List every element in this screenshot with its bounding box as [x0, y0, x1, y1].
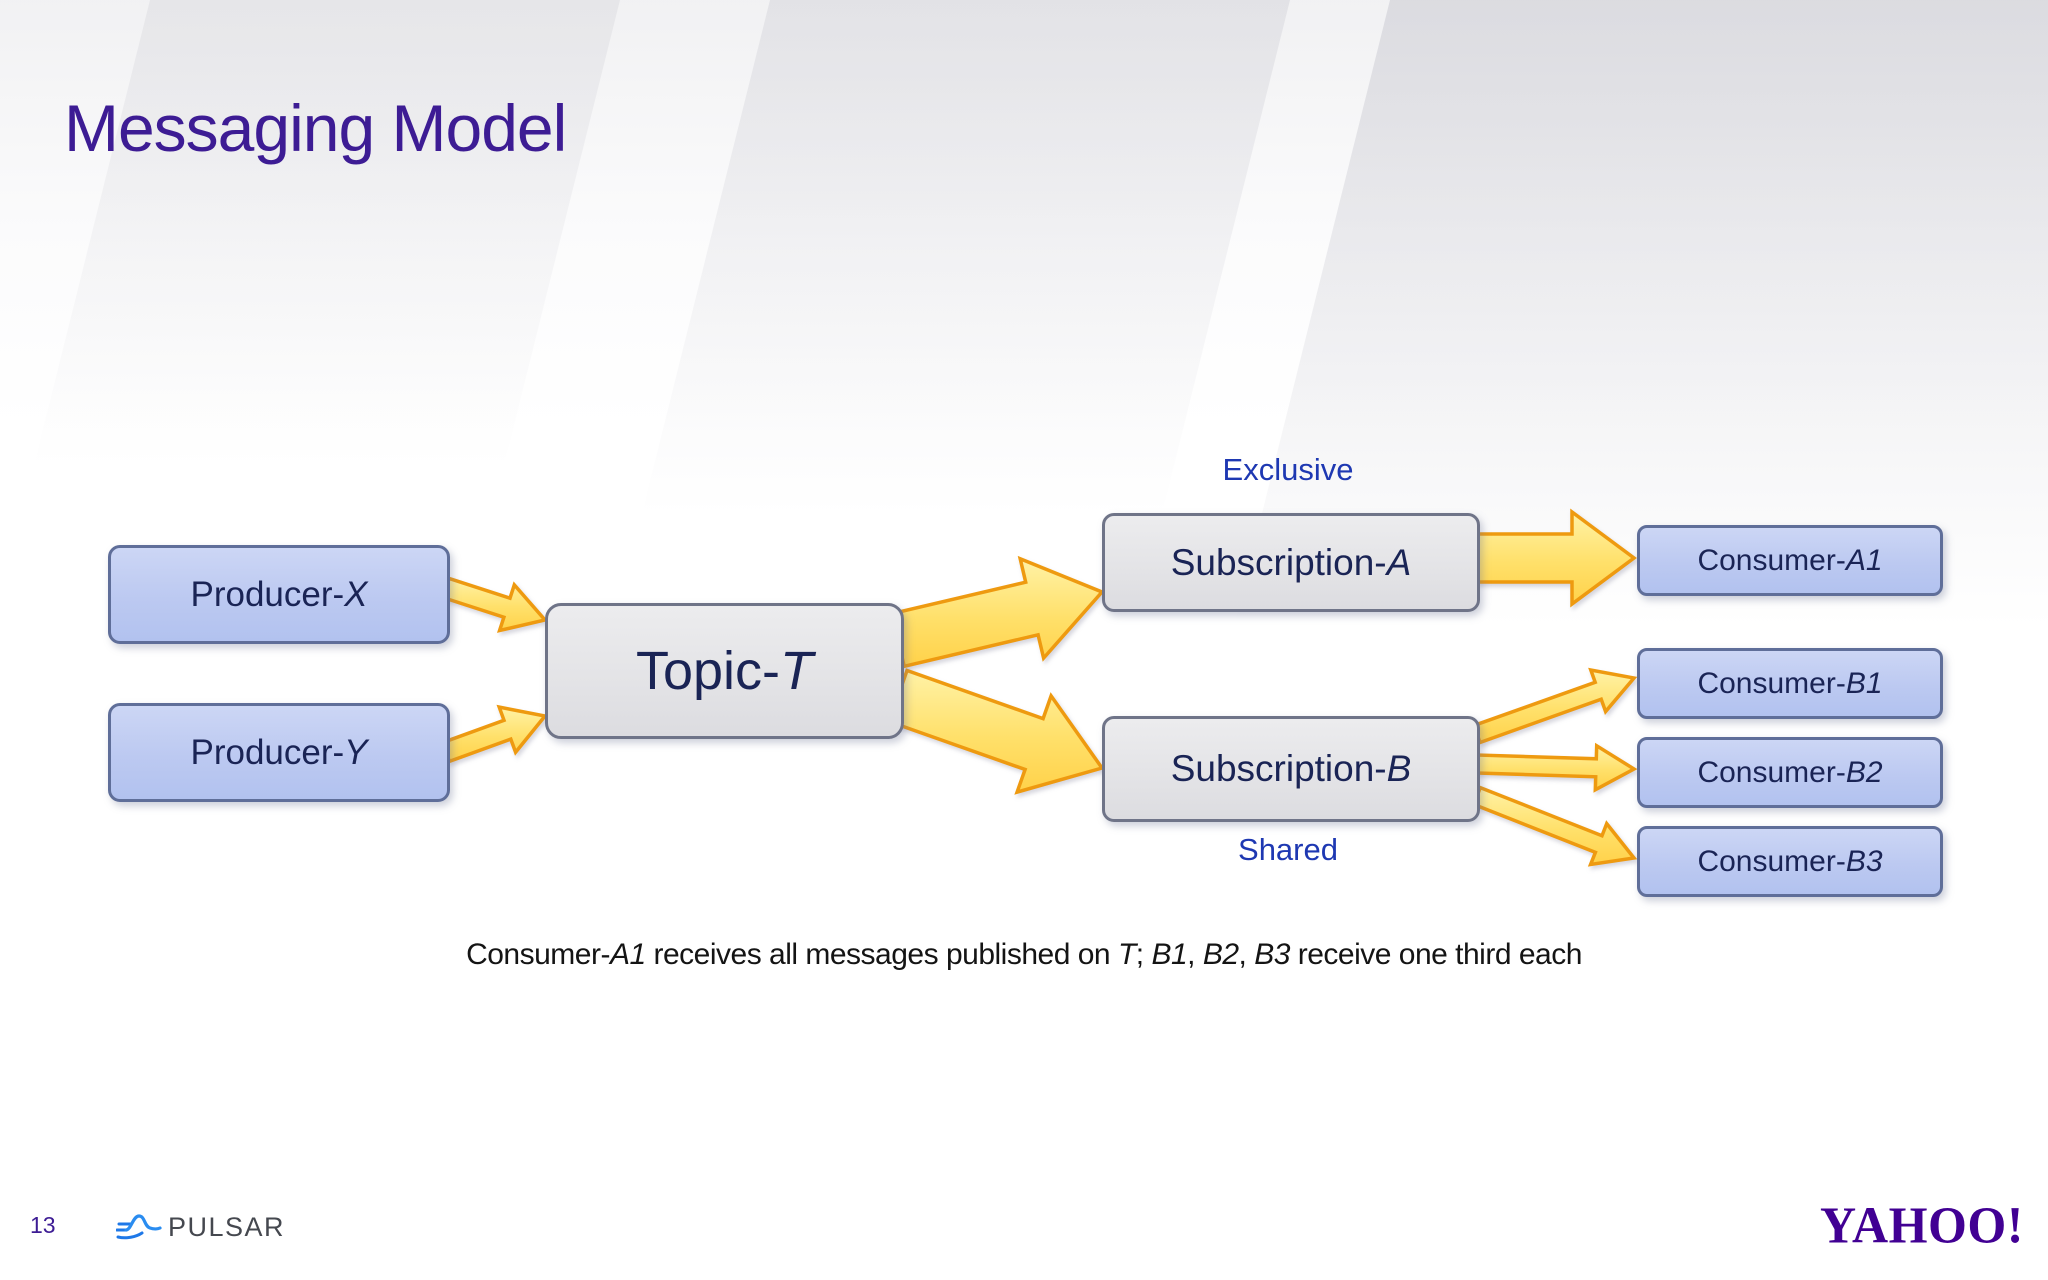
producer-x-box: Producer-X: [108, 545, 450, 644]
shared-mode-label: Shared: [1238, 832, 1338, 867]
producer-y-label: Producer-Y: [190, 732, 368, 772]
arrow-subscription-b-to-consumer-b1: [1471, 667, 1638, 745]
consumer-a1-box: Consumer-A1: [1637, 525, 1943, 596]
consumer-b3-box: Consumer-B3: [1637, 826, 1943, 897]
consumer-b2-box: Consumer-B2: [1637, 737, 1943, 808]
page-number: 13: [30, 1212, 56, 1238]
arrow-subscription-b-to-consumer-b2: [1474, 742, 1638, 793]
exclusive-mode-label: Exclusive: [1222, 452, 1354, 487]
caption: Consumer-A1 receives all messages publis…: [466, 938, 1582, 971]
arrow-topic-t-to-subscription-a: [889, 555, 1105, 669]
consumer-b3-label: Consumer-B3: [1697, 844, 1883, 878]
subscription-a-box: Subscription-A: [1102, 513, 1480, 612]
arrow-subscription-b-to-consumer-b3: [1471, 785, 1638, 867]
consumer-b1-box: Consumer-B1: [1637, 648, 1943, 719]
topic-t-box: Topic-T: [545, 603, 904, 739]
slide-title: Messaging Model: [64, 91, 567, 165]
consumer-a1-label: Consumer-A1: [1697, 543, 1883, 577]
subscription-b-label: Subscription-B: [1170, 748, 1412, 789]
consumer-b1-label: Consumer-B1: [1697, 666, 1883, 700]
pulsar-wordmark: PULSAR: [168, 1211, 286, 1242]
pulsar-logo: PULSAR: [116, 1208, 285, 1246]
arrow-producer-x-to-topic-t: [440, 576, 549, 633]
pulsar-icon: [116, 1214, 162, 1240]
producer-y-box: Producer-Y: [108, 703, 450, 802]
arrow-producer-y-to-topic-t: [440, 704, 549, 764]
consumer-b2-label: Consumer-B2: [1697, 755, 1883, 789]
subscription-b-box: Subscription-B: [1102, 716, 1480, 822]
subscription-a-label: Subscription-A: [1170, 541, 1412, 583]
arrow-topic-t-to-subscription-b: [886, 668, 1105, 795]
yahoo-logo: YAHOO!: [1820, 1196, 2024, 1254]
topic-t-label: Topic-T: [635, 641, 814, 701]
producer-x-label: Producer-X: [190, 574, 368, 614]
